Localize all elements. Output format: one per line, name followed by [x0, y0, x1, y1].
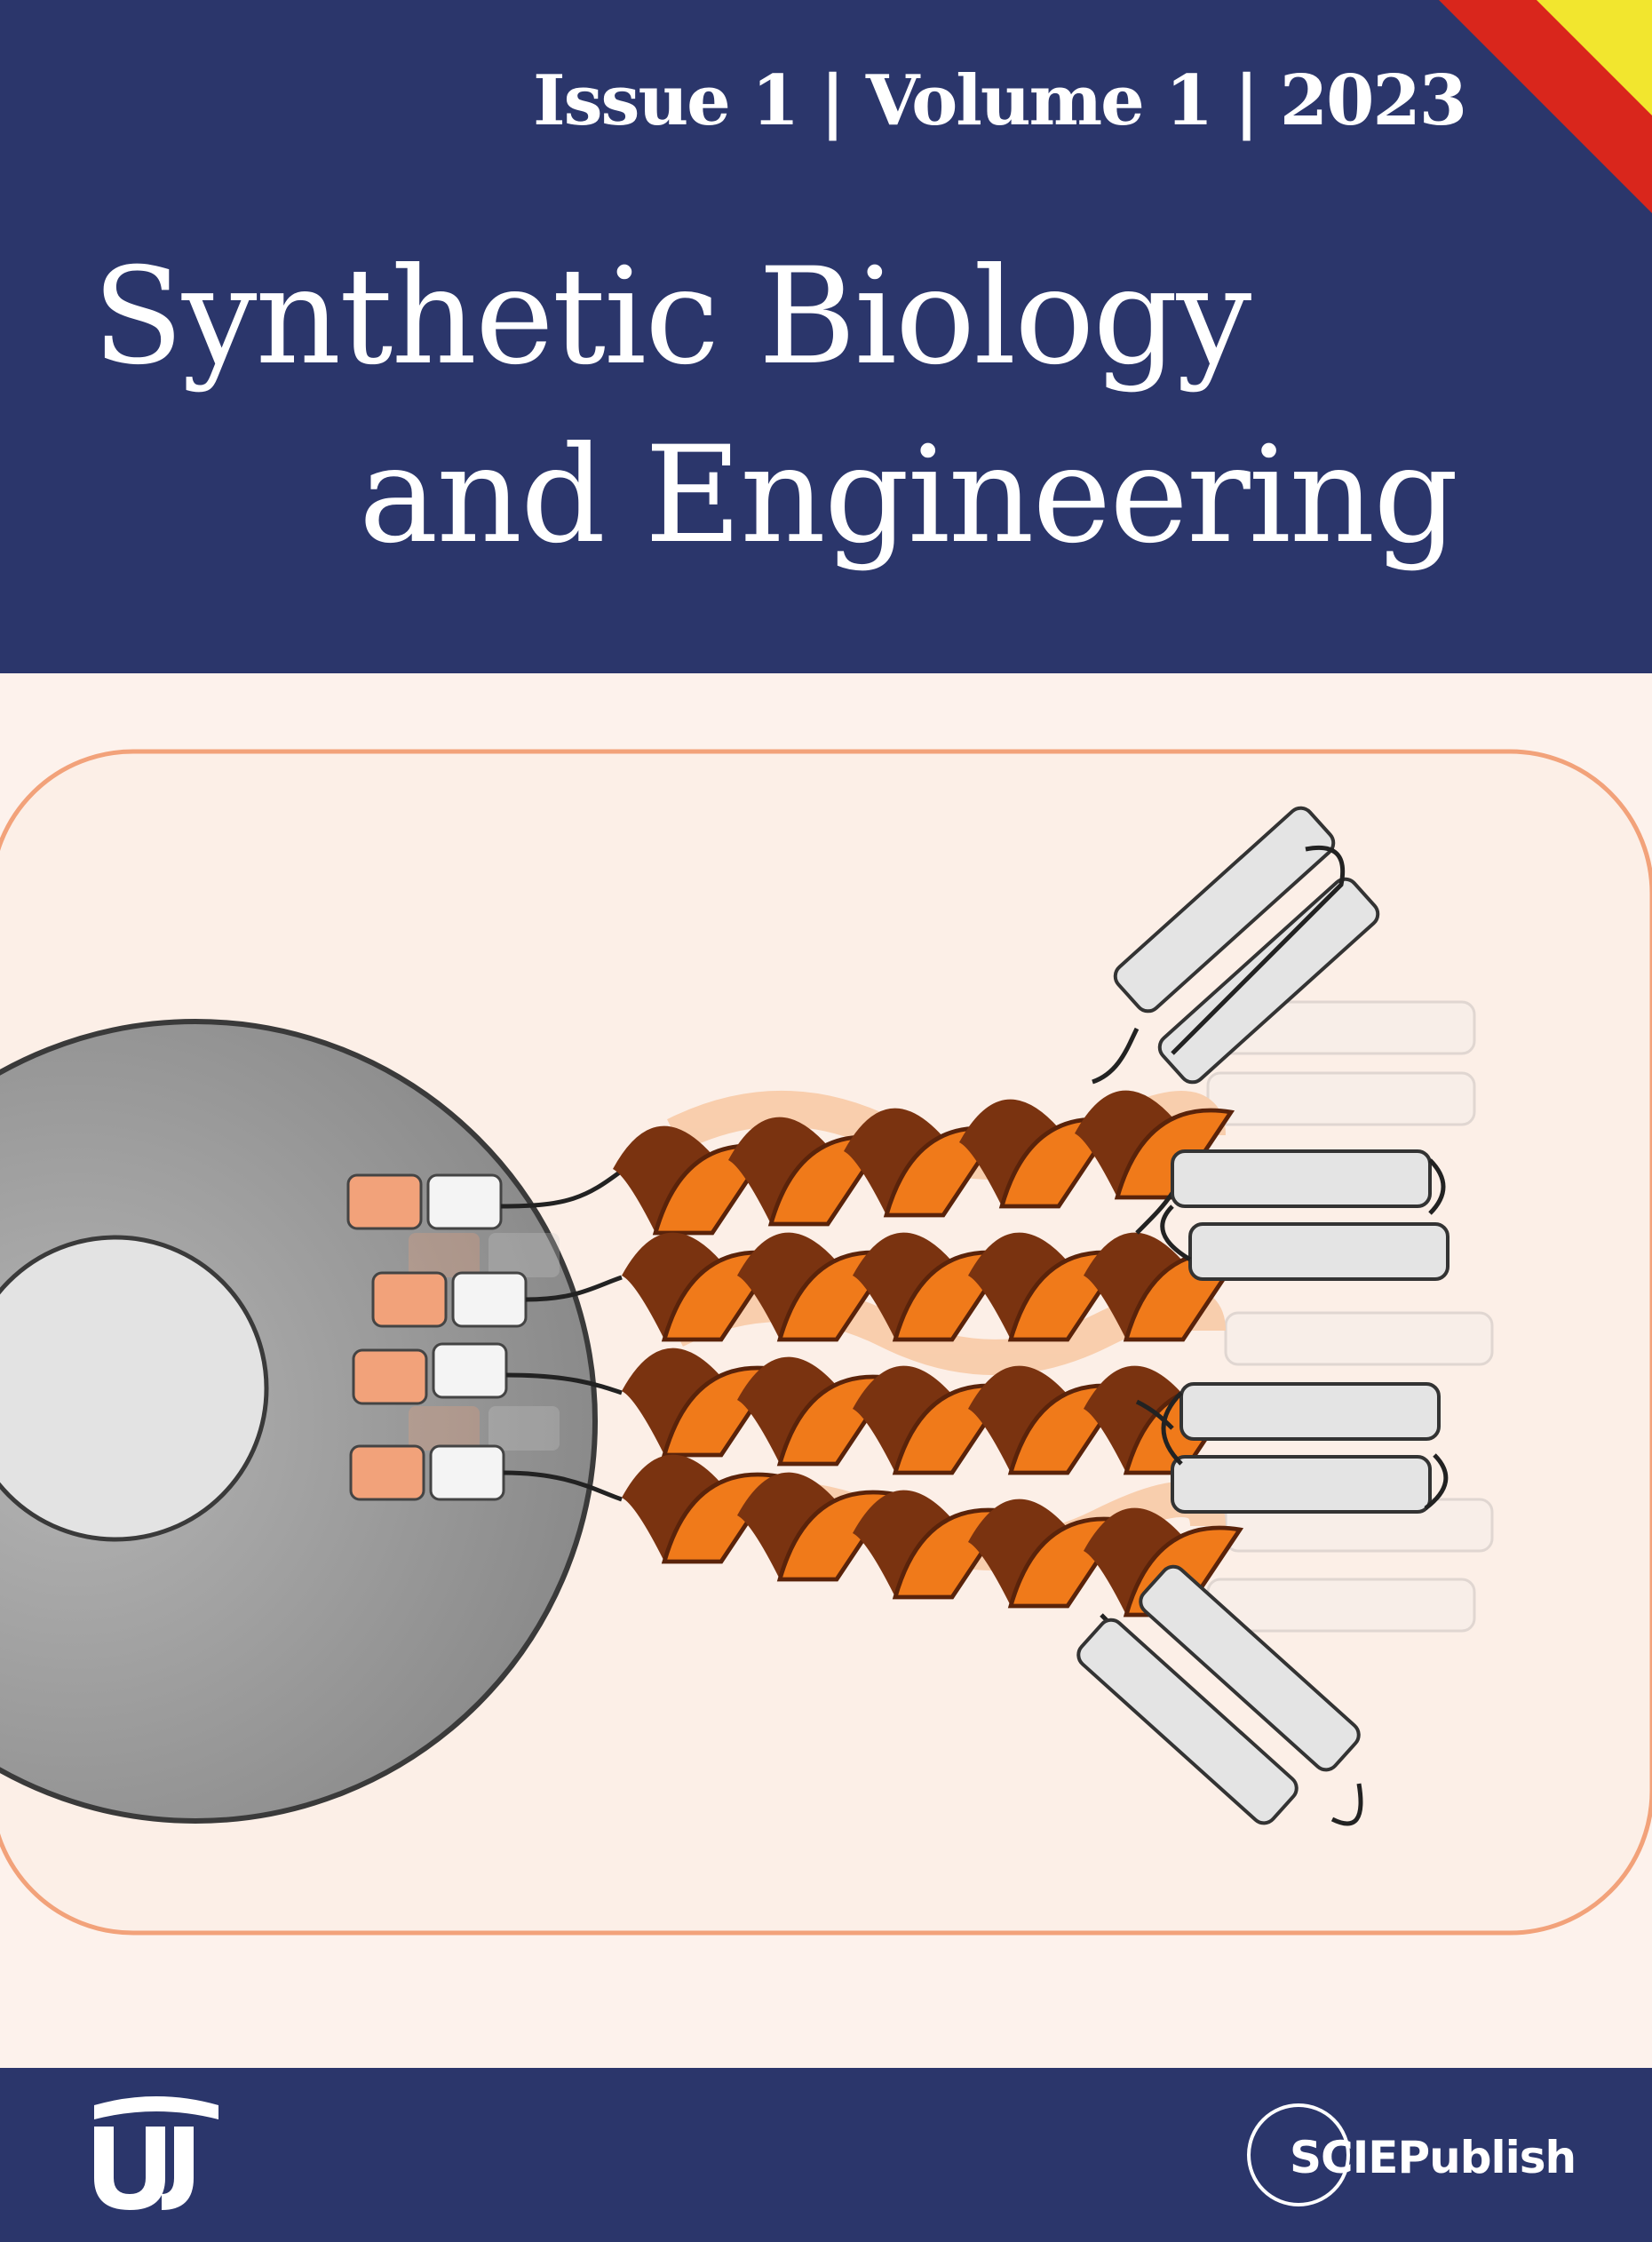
issue-volume-year: Issue 1 | Volume 1 | 2023	[533, 60, 1467, 141]
journal-title-line-1: Synthetic Biology	[92, 240, 1251, 394]
cover-illustration	[0, 749, 1652, 1936]
corner-ribbon-icon	[1439, 0, 1652, 213]
domain-squares	[346, 1173, 528, 1501]
publisher-name: SCIEPublish	[1290, 2132, 1577, 2183]
linkers	[500, 1168, 623, 1502]
publisher-logo-icon	[1247, 2103, 1350, 2206]
publisher-logo: SCIEPublish	[1247, 2103, 1577, 2210]
nucleus-inner	[0, 1235, 269, 1542]
domain-bars	[1071, 800, 1449, 1831]
journal-logo-icon	[94, 2096, 218, 2210]
journal-title-line-2: and Engineering	[359, 418, 1458, 573]
cover-footer: SCIEPublish	[0, 2068, 1652, 2242]
cover-header: Issue 1 | Volume 1 | 2023 Synthetic Biol…	[0, 0, 1652, 673]
